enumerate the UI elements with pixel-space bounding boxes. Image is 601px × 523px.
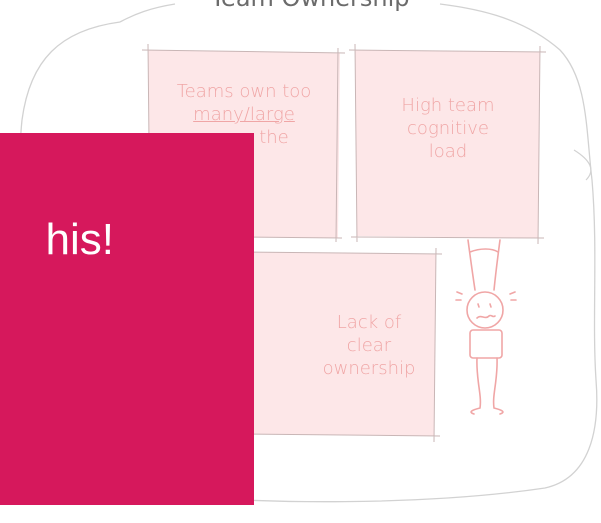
overlay-banner: his! <box>0 133 254 505</box>
banner-text: his! <box>46 215 114 265</box>
sticky-note-cognitive-load[interactable]: High team cognitive load <box>357 56 539 236</box>
frame-title: Team Ownership <box>170 0 450 12</box>
sticky-note-text: High team cognitive load <box>401 94 494 163</box>
stressed-figure-icon <box>456 240 516 414</box>
sticky-note-ownership[interactable]: Lack of clear ownership <box>245 256 435 434</box>
sticky-note-text: Lack of clear ownership <box>323 311 416 380</box>
